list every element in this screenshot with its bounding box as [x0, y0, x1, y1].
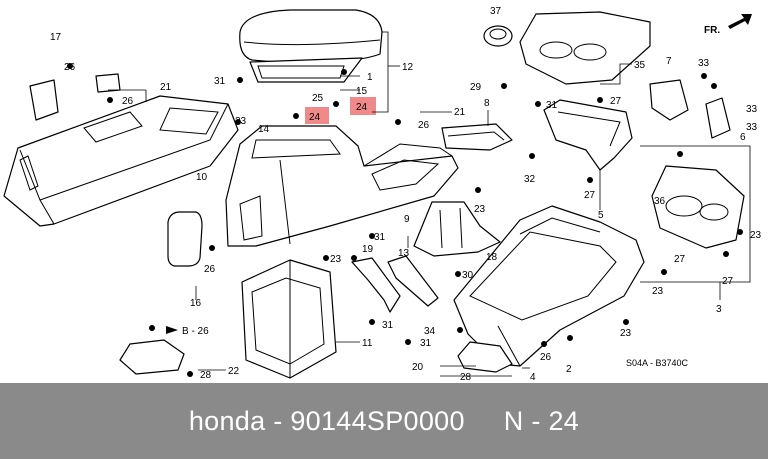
label-23-c: 23: [474, 204, 486, 215]
part-shift-boot: [413, 201, 501, 257]
label-5: 5: [598, 210, 604, 221]
label-2: 2: [566, 364, 572, 375]
reference-arrow-icon: [166, 326, 178, 334]
part-pad-16: [167, 211, 203, 267]
parts-diagram: FR.: [3, 6, 762, 383]
label-18: 18: [486, 252, 498, 263]
fasteners: [67, 63, 743, 377]
label-37: 37: [490, 6, 502, 17]
caption-banner: honda - 90144SP0000 N - 24: [0, 383, 768, 459]
label-27-c: 27: [674, 254, 686, 265]
label-11: 11: [362, 338, 373, 349]
label-19: 19: [362, 244, 374, 255]
part-speaker-37: [483, 25, 513, 47]
part-switch-21: [95, 73, 121, 93]
part-pocket: [441, 123, 513, 151]
label-27-d: 27: [722, 276, 734, 287]
part-console-rear-tray: [3, 95, 239, 227]
label-9: 9: [404, 214, 410, 225]
part-bracket-7: [649, 79, 689, 121]
label-35: 35: [634, 60, 646, 71]
label-31-a: 31: [214, 76, 226, 87]
label-28-a: 28: [200, 370, 212, 381]
fr-label: FR.: [704, 25, 720, 36]
part-bracket-6: [705, 97, 731, 139]
part-console-body: [225, 125, 459, 247]
part-labels: 1 2 3 4 5 6 7 8 9 10 11 12 13 14 15 16 1…: [50, 6, 762, 383]
label-30: 30: [462, 270, 474, 281]
label-25: 25: [312, 93, 324, 104]
label-33-c: 33: [746, 122, 758, 133]
part-caption: honda - 90144SP0000 N - 24: [188, 405, 580, 436]
label-23-d: 23: [652, 286, 664, 297]
highlight-part-24-left: [305, 107, 329, 124]
label-23-a: 23: [235, 116, 247, 127]
part-cup-holder-front: [519, 11, 651, 85]
part-armrest-lid: [239, 9, 383, 83]
label-15: 15: [356, 86, 368, 97]
label-36: 36: [654, 196, 666, 207]
label-32: 32: [524, 174, 536, 185]
part-console-bracket: [241, 259, 337, 379]
highlight-part-24-right: [350, 97, 376, 115]
label-23-f: 23: [750, 230, 762, 241]
label-23-e: 23: [620, 328, 632, 339]
part-bracket-5: [543, 99, 633, 171]
reference-callout: B - 26: [166, 326, 209, 337]
label-23-b: 23: [330, 254, 342, 265]
label-3: 3: [716, 304, 722, 315]
part-pad-17: [29, 79, 59, 121]
label-7: 7: [666, 56, 672, 67]
label-1: 1: [367, 72, 373, 83]
label-17: 17: [50, 32, 62, 43]
part-cup-holder-rear: [640, 145, 751, 283]
label-21-right: 21: [454, 107, 466, 118]
label-6: 6: [740, 132, 746, 143]
part-bracket-22: [119, 339, 185, 375]
label-27-b: 27: [584, 190, 596, 201]
reference-label: B - 26: [182, 326, 209, 337]
label-31-c: 31: [382, 320, 394, 331]
label-13: 13: [398, 248, 410, 259]
leader-lines: [108, 31, 721, 377]
label-33-a: 33: [698, 58, 710, 69]
part-bracket-13: [387, 255, 439, 307]
label-8: 8: [484, 98, 490, 109]
label-28-b: 28: [460, 372, 472, 383]
label-24-right: 24: [356, 102, 368, 113]
label-33-b: 33: [746, 104, 758, 115]
part-bracket-19: [351, 257, 401, 313]
label-26-c: 26: [418, 120, 430, 131]
label-31-d: 31: [420, 338, 432, 349]
label-14: 14: [258, 124, 270, 135]
label-34: 34: [424, 326, 436, 337]
part-bracket-20-28: [457, 341, 513, 373]
label-10: 10: [196, 172, 208, 183]
label-20: 20: [412, 362, 424, 373]
label-21-left: 21: [160, 82, 172, 93]
diagram-code: S04A - B3740C: [626, 358, 689, 368]
fr-arrow-icon: [728, 14, 752, 29]
label-27-a: 27: [610, 96, 622, 107]
label-22: 22: [228, 366, 240, 377]
front-direction-indicator: FR.: [704, 14, 752, 36]
label-29: 29: [470, 82, 482, 93]
label-4: 4: [530, 372, 536, 383]
label-26-a: 26: [64, 62, 76, 73]
label-31-b: 31: [374, 232, 386, 243]
label-26-b: 26: [122, 96, 134, 107]
label-16: 16: [190, 298, 202, 309]
label-26-e: 26: [540, 352, 552, 363]
label-31-e: 31: [546, 100, 558, 111]
label-24-left: 24: [309, 112, 321, 123]
label-26-d: 26: [204, 264, 216, 275]
label-12: 12: [402, 62, 414, 73]
